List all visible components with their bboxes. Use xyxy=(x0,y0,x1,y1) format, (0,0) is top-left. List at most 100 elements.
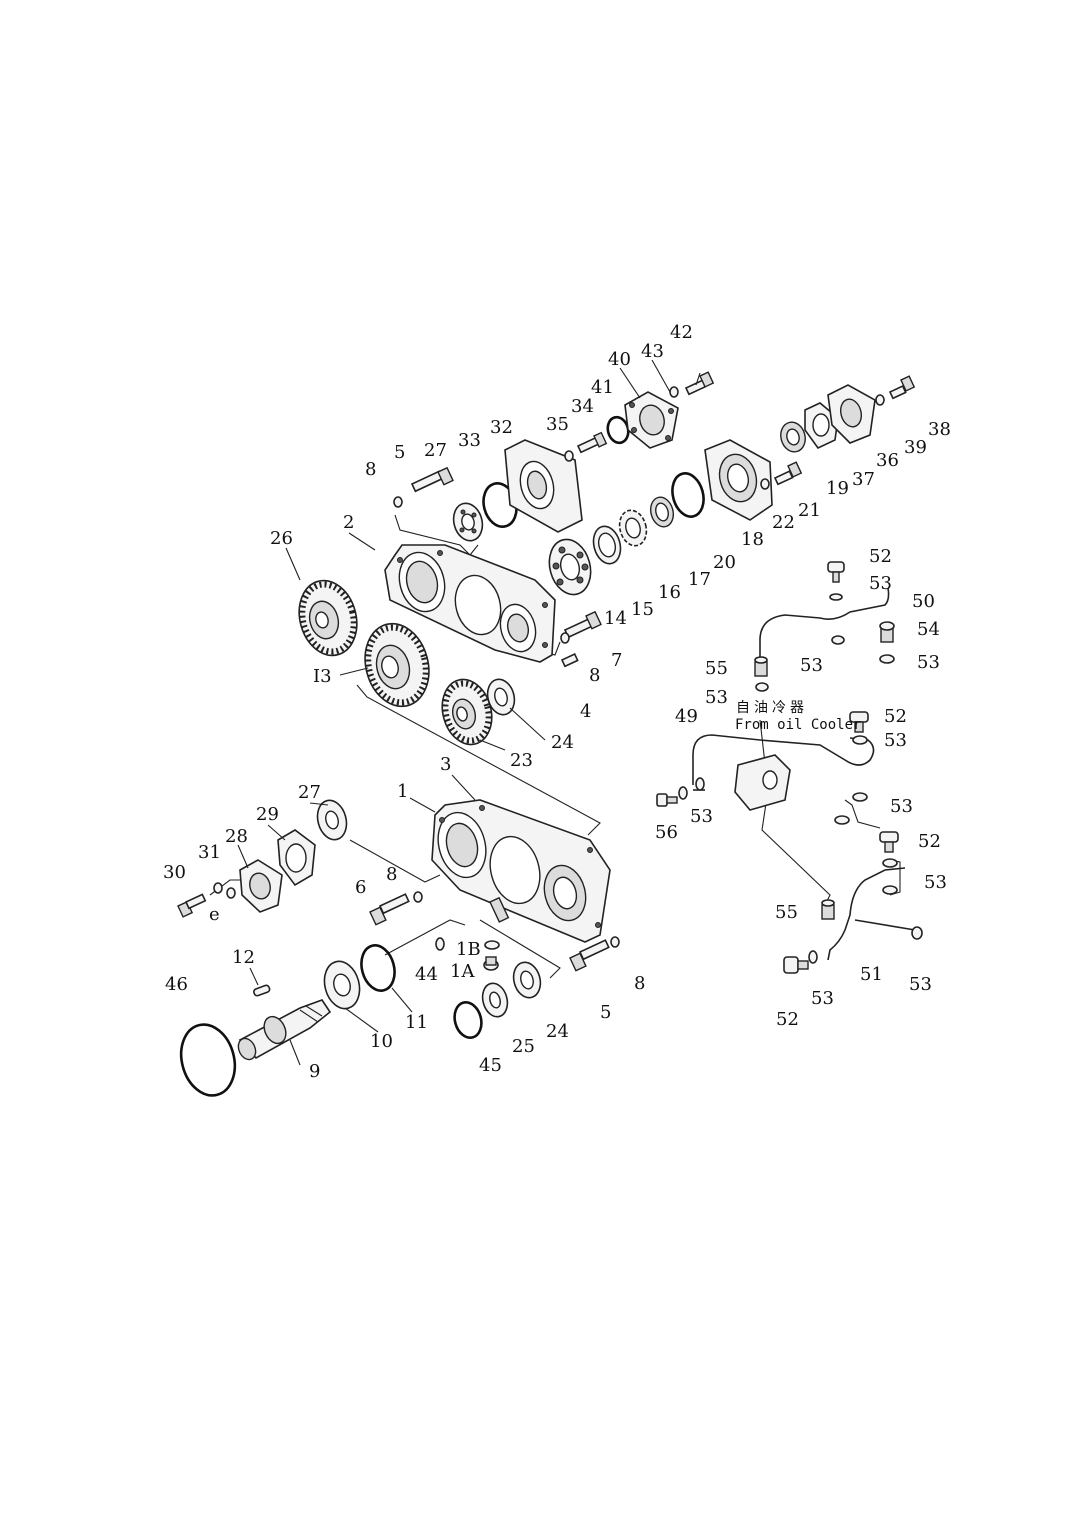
callout-leaders xyxy=(237,359,701,1066)
callout-5-upper: 5 xyxy=(394,442,405,463)
callout-6: 6 xyxy=(355,877,366,898)
washer-53-m xyxy=(808,950,818,964)
washer-35 xyxy=(564,450,574,462)
callout-46: 46 xyxy=(165,974,188,995)
callout-52-d: 52 xyxy=(776,1009,799,1030)
seal-19 xyxy=(780,421,806,453)
callout-10: 10 xyxy=(370,1031,393,1052)
o-ring-46 xyxy=(179,1023,237,1097)
callout-9: 9 xyxy=(309,1061,320,1082)
washer-53-j xyxy=(882,858,898,868)
callout-20: 20 xyxy=(713,552,736,573)
callout-53-b: 53 xyxy=(917,652,940,673)
washer-53-e xyxy=(852,735,868,745)
plug-case-1 xyxy=(489,896,510,923)
callout-34: 34 xyxy=(571,396,594,417)
washer-53-k xyxy=(882,885,898,895)
piping-assembly xyxy=(656,561,923,974)
callout-36: 36 xyxy=(876,450,899,471)
plug-1A xyxy=(483,956,499,971)
callout-8-upper: 8 xyxy=(365,459,376,480)
gasket-37 xyxy=(804,402,839,450)
cover-28 xyxy=(239,859,283,913)
callout-53-d: 53 xyxy=(705,687,728,708)
fitting-55-upper xyxy=(754,656,768,677)
callout-33: 33 xyxy=(458,430,481,451)
case-cover-2 xyxy=(384,544,556,663)
o-ring-20 xyxy=(671,472,705,518)
pipe-49 xyxy=(692,734,875,785)
callout-26: 26 xyxy=(270,528,293,549)
washer-22 xyxy=(760,478,770,490)
callout-15: 15 xyxy=(631,599,654,620)
callout-14: 14 xyxy=(604,608,627,629)
pipe-51 xyxy=(827,867,906,961)
callout-19: 19 xyxy=(826,478,849,499)
washer-53-h xyxy=(695,777,705,791)
bearing-27-lower xyxy=(316,799,348,841)
shaft-9 xyxy=(237,999,332,1061)
bearing-27-upper xyxy=(452,502,484,542)
bearing-10 xyxy=(323,960,361,1010)
callout-27-lower: 27 xyxy=(298,782,321,803)
cover-36 xyxy=(827,384,876,444)
callout-43: 43 xyxy=(641,341,664,362)
bearing-14 xyxy=(548,538,592,596)
callout-11: 11 xyxy=(405,1012,428,1033)
callout-51: 51 xyxy=(860,964,883,985)
callout-30: 30 xyxy=(163,862,186,883)
washer-8-lower-right xyxy=(610,936,620,948)
bearing-25 xyxy=(481,982,509,1018)
bolt-52-lower xyxy=(783,956,809,974)
washer-53-g xyxy=(834,815,850,825)
callout-18: 18 xyxy=(741,529,764,550)
callout-53-i: 53 xyxy=(811,988,834,1009)
callout-12: 12 xyxy=(232,947,255,968)
callout-55-b: 55 xyxy=(775,902,798,923)
key-12 xyxy=(253,984,271,997)
housing-18 xyxy=(704,439,773,521)
callout-8-lower-left: 8 xyxy=(386,864,397,885)
upper-right-assembly xyxy=(504,371,916,596)
callout-53-j: 53 xyxy=(909,974,932,995)
callout-49: 49 xyxy=(675,706,698,727)
callout-52-a: 52 xyxy=(869,546,892,567)
callout-25: 25 xyxy=(512,1036,535,1057)
callout-29: 29 xyxy=(256,804,279,825)
callout-53-a: 53 xyxy=(869,573,892,594)
callout-22: 22 xyxy=(772,512,795,533)
bolt-34 xyxy=(576,431,608,454)
callout-1A: 1A xyxy=(450,961,475,982)
callout-16: 16 xyxy=(658,582,681,603)
callout-38: 38 xyxy=(928,419,951,440)
callout-53-h: 53 xyxy=(924,872,947,893)
washer-43 xyxy=(669,386,679,398)
fitting-52-mid xyxy=(849,711,869,733)
callout-35: 35 xyxy=(546,414,569,435)
callout-55-a: 55 xyxy=(705,658,728,679)
washer-53-f xyxy=(852,792,868,802)
cover-32 xyxy=(504,439,583,533)
fitting-54 xyxy=(879,621,895,643)
bearing-24-upper xyxy=(486,678,516,716)
callout-54: 54 xyxy=(917,619,940,640)
callout-53-e: 53 xyxy=(884,730,907,751)
callout-2: 2 xyxy=(343,512,354,533)
callout-3: 3 xyxy=(440,754,451,775)
gasket-29 xyxy=(277,829,316,887)
ring-44 xyxy=(435,937,445,951)
callout-52-b: 52 xyxy=(884,706,907,727)
callout-50: 50 xyxy=(912,591,935,612)
bolt-56 xyxy=(656,793,678,807)
bolt-5-lower xyxy=(569,939,610,972)
callout-28: 28 xyxy=(225,826,248,847)
oil-cooler-note-en: From oil Cooler xyxy=(735,717,861,733)
nut-17 xyxy=(649,496,675,528)
washer-53-a xyxy=(829,593,843,601)
callout-17: 17 xyxy=(688,569,711,590)
oil-cooler-note-cjk: 自油冷器 xyxy=(736,700,808,716)
callout-8-mid: 8 xyxy=(589,665,600,686)
callout-13: I3 xyxy=(313,666,332,687)
callout-labels: 42 43 40 41 34 35 32 33 27 5 8 2 26 I3 2… xyxy=(163,322,951,1082)
bolt-7 xyxy=(563,610,602,639)
